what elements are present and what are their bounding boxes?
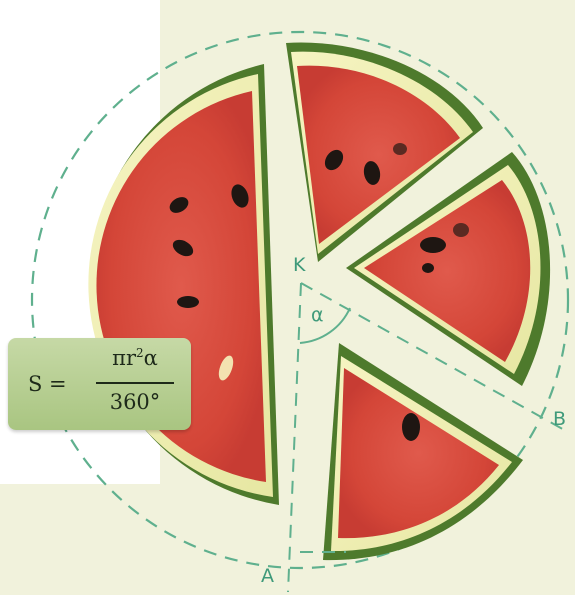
- label-point-a: A: [261, 567, 274, 586]
- background-panel-lower: [0, 484, 575, 595]
- formula-numerator-exponent: 2: [136, 346, 144, 360]
- label-point-b: B: [553, 410, 566, 429]
- formula-numerator-base: πr: [112, 346, 136, 370]
- formula-numerator: πr2α: [96, 346, 174, 370]
- seed: [177, 296, 199, 308]
- seed: [393, 143, 407, 155]
- formula-lhs: S =: [28, 372, 67, 396]
- formula-numerator-tail: α: [144, 346, 158, 370]
- formula-denominator: 360°: [96, 390, 174, 414]
- formula-card: S = πr2α 360°: [8, 338, 191, 430]
- seed: [402, 413, 420, 441]
- seed: [420, 237, 446, 253]
- formula-fraction-bar: [96, 382, 174, 384]
- label-vertex-k: K: [293, 256, 305, 275]
- label-angle-alpha: α: [311, 306, 324, 325]
- seed: [453, 223, 469, 237]
- watermelon-half-piece: [88, 64, 279, 505]
- seed: [422, 263, 434, 273]
